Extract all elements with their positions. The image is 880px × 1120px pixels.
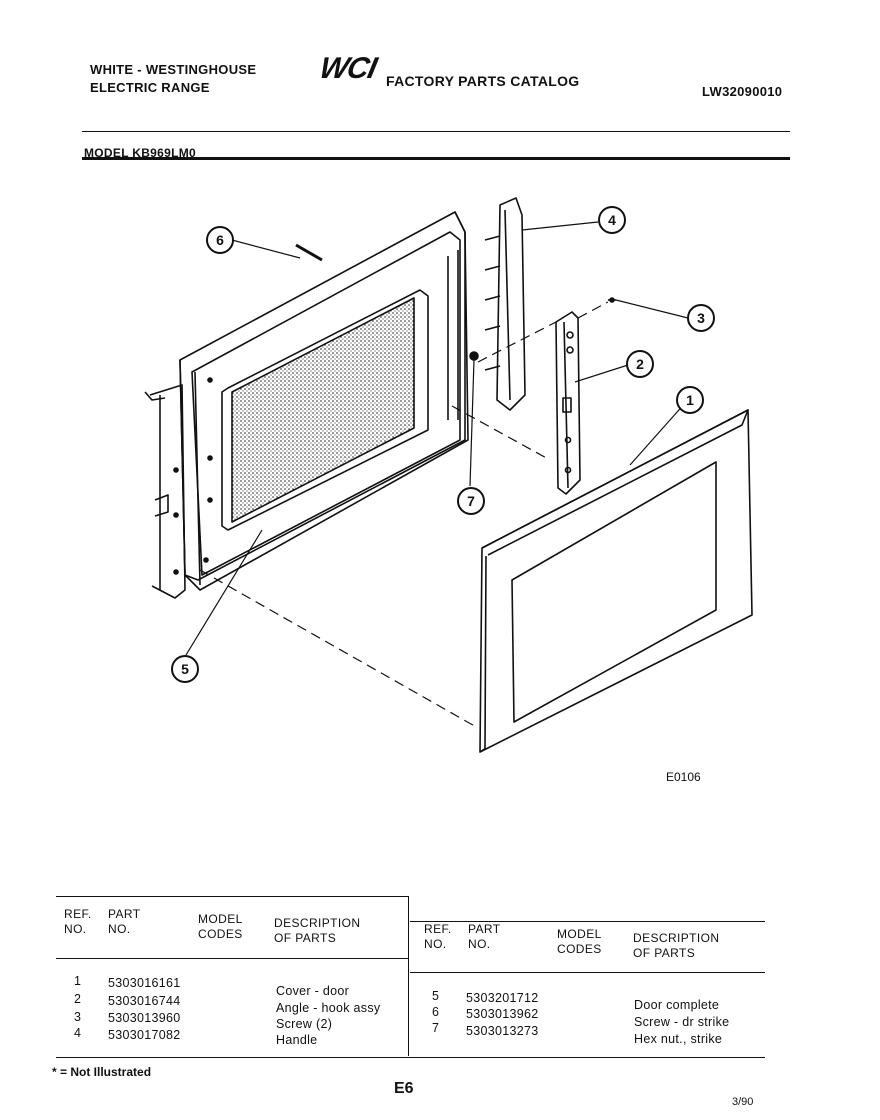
table-rule-bottom-right [408,1057,765,1058]
brand-line-2: ELECTRIC RANGE [90,80,210,95]
left-angle-bracket [144,384,186,599]
table-row-desc: Hex nut., strike [634,1032,723,1046]
table-row-part: 5303013960 [108,1011,181,1025]
table-row-ref: 3 [74,1010,82,1024]
leader-1 [629,401,687,466]
callout-3: 3 [687,304,715,332]
table-rule-top-left [56,896,408,897]
table-row-desc: Handle [276,1033,318,1047]
header-desc-left: DESCRIPTION OF PARTS [274,916,361,945]
table-row-part: 5303013273 [466,1024,539,1038]
header-part-left: PART NO. [108,907,141,936]
table-row-part: 5303017082 [108,1028,181,1042]
not-illustrated-note: * = Not Illustrated [52,1065,152,1079]
table-row-ref: 4 [74,1026,82,1040]
page-number: E6 [394,1080,414,1097]
table-rule-mid-right [410,972,765,973]
small-screw [608,297,616,303]
header-part-right: PART NO. [468,922,501,951]
table-row-part: 5303013962 [466,1007,539,1021]
table-row-ref: 5 [432,989,440,1003]
table-rule-mid-left [56,958,408,959]
table-rule-bottom-left [56,1057,408,1058]
door-screw [295,243,323,262]
header-model-left: MODEL CODES [198,912,243,941]
callout-2: 2 [626,350,654,378]
table-row-desc: Door complete [634,998,720,1012]
header-ref-left: REF. NO. [64,907,92,936]
callout-6: 6 [206,226,234,254]
leader-3 [615,299,689,319]
table-divider [408,896,409,1056]
table-row-part: 5303201712 [466,991,539,1005]
table-row-ref: 7 [432,1021,440,1035]
table-row-desc: Cover - door [276,984,350,998]
callout-7: 7 [457,487,485,515]
table-row-desc: Screw (2) [276,1017,333,1031]
model-label: MODEL KB969LM0 [84,146,197,160]
catalog-title: FACTORY PARTS CATALOG [386,73,580,89]
table-row-part: 5303016161 [108,976,181,990]
callout-1: 1 [676,386,704,414]
table-row-ref: 2 [74,992,82,1006]
brand-line-1: WHITE - WESTINGHOUSE [90,62,257,77]
header-rule-thin [82,131,790,132]
table-row-desc: Screw - dr strike [634,1015,730,1029]
header-ref-right: REF. NO. [424,922,452,951]
leader-4 [521,221,599,231]
door-outer-cover [479,409,753,753]
door-handle [484,197,526,411]
hex-nut [469,351,479,361]
figure-code: E0106 [666,770,701,784]
leader-2 [574,364,629,383]
leader-6 [231,239,301,259]
door-inner-frame [179,211,469,591]
catalog-number: LW32090010 [702,84,783,99]
table-row-desc: Angle - hook assy [276,1001,381,1015]
table-row-part: 5303016744 [108,994,181,1008]
hinge-angle-assy [555,311,581,495]
header-model-right: MODEL CODES [557,927,602,956]
table-row-ref: 6 [432,1005,440,1019]
leader-5 [185,529,263,656]
header-desc-right: DESCRIPTION OF PARTS [633,931,720,960]
table-row-ref: 1 [74,974,82,988]
callout-5: 5 [171,655,199,683]
revision-date: 3/90 [732,1096,754,1108]
callout-4: 4 [598,206,626,234]
table-rule-top-right [410,921,765,922]
header-rule-thick [82,157,790,160]
leader-7 [469,359,475,487]
